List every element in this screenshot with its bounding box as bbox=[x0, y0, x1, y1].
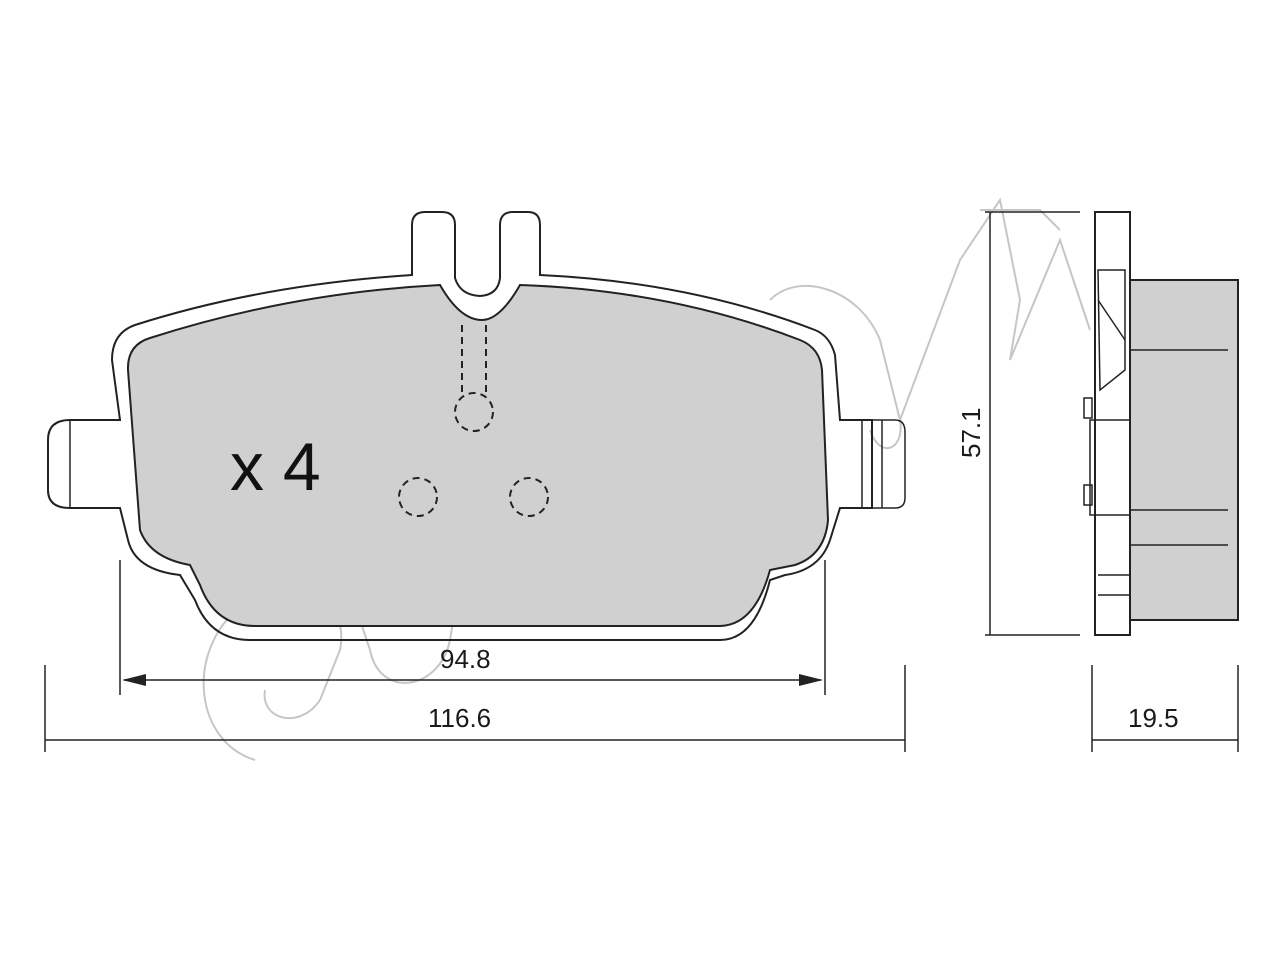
friction-material bbox=[126, 283, 830, 627]
pad-front-view: x 4 bbox=[47, 211, 906, 641]
quantity-label: x 4 bbox=[230, 429, 321, 505]
right-ear bbox=[861, 419, 906, 509]
height-dimension: 57.1 bbox=[956, 211, 1080, 636]
dimension-overall-width: 116.6 bbox=[428, 703, 491, 733]
backing-plate-outline bbox=[47, 211, 873, 641]
wear-sensor-hidden-lines bbox=[398, 325, 549, 517]
dimension-thickness: 19.5 bbox=[1128, 703, 1179, 733]
pad-side-view bbox=[1083, 211, 1239, 636]
dimension-height: 57.1 bbox=[956, 407, 986, 458]
dimension-inner-width: 94.8 bbox=[440, 644, 491, 674]
width-dimensions: 94.8 116.6 bbox=[44, 560, 906, 752]
thickness-dimension: 19.5 bbox=[1091, 665, 1239, 752]
